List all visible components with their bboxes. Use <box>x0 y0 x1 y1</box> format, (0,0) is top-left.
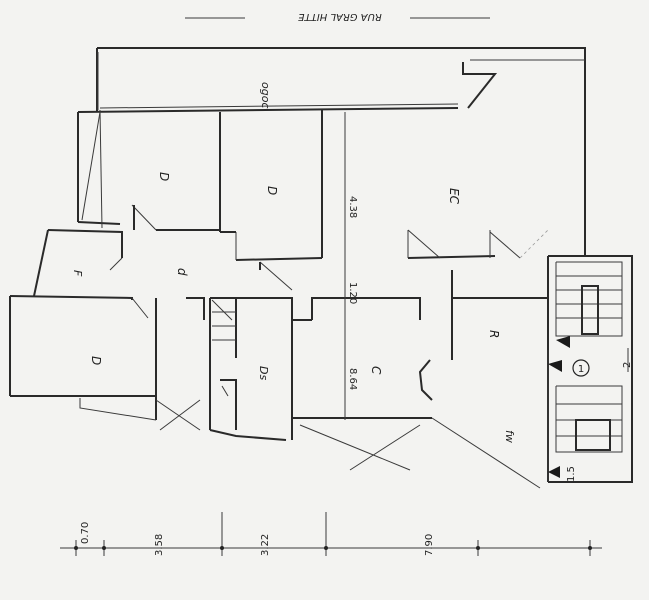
section-circle <box>572 359 590 377</box>
room-c-top <box>311 297 421 320</box>
stair-block-outline <box>548 255 633 483</box>
inner-dim-120: 1.20 <box>347 282 358 304</box>
ds-stair-lower <box>220 379 237 430</box>
section-arrow-1 <box>548 360 562 372</box>
stair-arrow <box>221 385 229 397</box>
stair-lower-box <box>555 385 623 453</box>
room-r-bay <box>418 359 433 401</box>
stair-lower-rail <box>575 419 611 451</box>
left-top-inner-vertical <box>99 109 103 229</box>
left-top-bottom-wall <box>77 221 121 225</box>
upper-inner-wall <box>77 107 459 113</box>
ds-bottom <box>209 429 287 441</box>
section-arrow-2 <box>556 336 570 348</box>
ds-wall-top-right <box>210 297 312 321</box>
bottom-dim-2: 3.58 <box>154 534 165 556</box>
lower-cross-b <box>159 399 201 431</box>
room-f-top <box>47 229 123 258</box>
mid-wall-a <box>235 257 323 261</box>
room-c-cross-b <box>349 424 421 471</box>
door-swing-4 <box>259 261 293 291</box>
side-dim-2: 2 <box>622 362 633 368</box>
room-r-label: R <box>487 330 501 338</box>
mid-wall-b <box>407 255 496 259</box>
outer-boundary-top <box>97 47 586 255</box>
door-swing-dashed <box>519 229 549 259</box>
room-ds-label: Ds <box>257 366 270 380</box>
lower-cross-a <box>155 399 201 431</box>
street-label: RUA GRAL HITTE <box>298 11 382 22</box>
inner-dim-438: 4.38 <box>347 196 358 218</box>
room-left-big-label: D <box>89 356 103 365</box>
top-right-angled-wall <box>462 62 498 109</box>
side-dim-1s: 1.5 <box>566 466 577 482</box>
section-circle-label: 1 <box>578 364 584 375</box>
room-ec-label: EC <box>447 188 461 205</box>
room-c-label: C <box>369 366 383 375</box>
upper-inner-wall-inner <box>99 103 459 109</box>
bottom-dim-ticks <box>74 512 592 556</box>
room-top-mid-label: D <box>265 186 279 195</box>
room-d-left-bay <box>79 398 157 421</box>
room-top-center-label: D <box>157 172 171 181</box>
stair-upper-box <box>555 261 623 337</box>
room-d-left-top <box>9 295 133 300</box>
bottom-dim-1: 0.70 <box>80 522 91 544</box>
bottom-dim-4: 7.90 <box>424 534 435 556</box>
door-swing-5 <box>131 297 149 319</box>
bottom-dim-3: 3.22 <box>260 534 271 556</box>
room-top-note-label: ogoc <box>259 82 272 109</box>
room-f-door <box>109 257 123 271</box>
door-swing-3 <box>489 231 521 259</box>
door-swing-2 <box>407 229 441 259</box>
inner-dim-864: 8.64 <box>347 368 358 390</box>
room-left-small-label: F <box>71 270 84 277</box>
room-corridor-label: d <box>175 268 189 276</box>
room-bottom-right-label: fw <box>503 430 516 443</box>
door-swing-1 <box>131 204 157 231</box>
ds-wall-top <box>186 297 205 320</box>
left-top-diagonal <box>81 111 101 221</box>
room-r-top <box>451 270 548 299</box>
room-c-cross-a <box>299 424 411 471</box>
stair-diag <box>211 299 233 321</box>
room-f-left-diagonal <box>33 229 49 297</box>
stair-upper-rail <box>581 285 599 335</box>
section-arrow-3 <box>548 466 560 478</box>
room-r-diagonal <box>431 417 541 489</box>
